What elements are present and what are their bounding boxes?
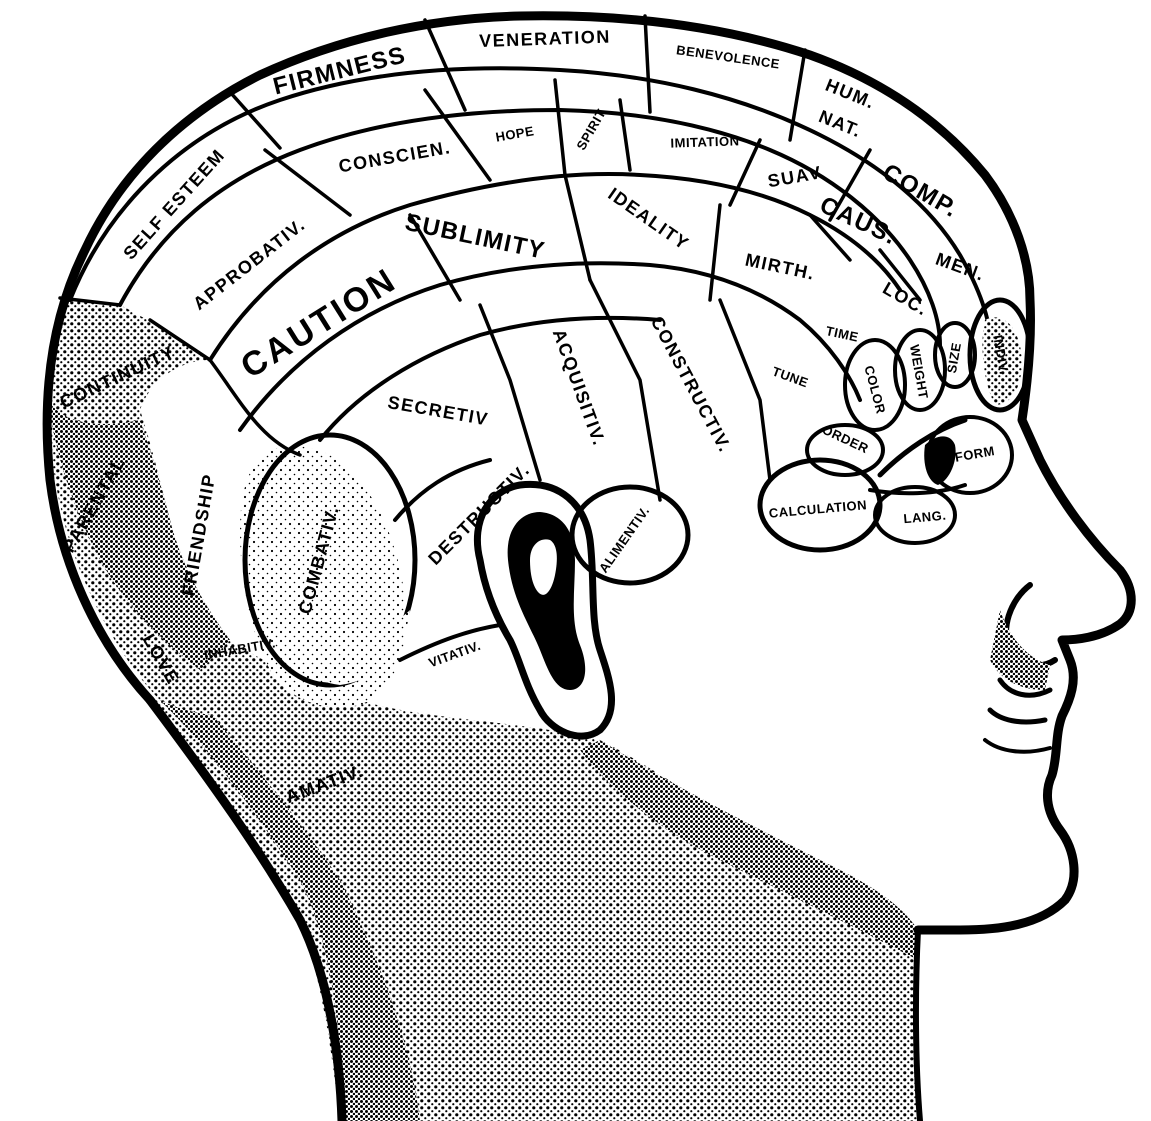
label-hope: HOPE <box>494 123 535 145</box>
label-acquisitiv: ACQUISITIV. <box>549 326 610 448</box>
label-spirit: SPIRIT <box>573 106 608 152</box>
label-form: FORM <box>954 443 996 465</box>
label-comp: COMP. <box>878 159 963 224</box>
face-details <box>983 582 1058 754</box>
label-indiv: INDIV. <box>990 334 1012 376</box>
label-veneration: VENERATION <box>479 26 611 51</box>
ear <box>473 480 616 740</box>
label-tune: TUNE <box>770 364 810 391</box>
label-sublimity: SUBLIMITY <box>403 209 548 265</box>
label-constructiv: CONSTRUCTIV. <box>647 313 736 456</box>
organ-ovals <box>242 297 1033 688</box>
label-benevolence: BENEVOLENCE <box>675 42 781 71</box>
label-mirth: MIRTH. <box>743 250 817 284</box>
organ-dividers <box>58 14 992 502</box>
label-suav: SUAV <box>766 162 823 191</box>
label-imitation: IMITATION <box>670 133 739 150</box>
label-weight: WEIGHT <box>907 343 931 400</box>
label-approbativ: APPROBATIV. <box>189 214 309 314</box>
neck-front-line <box>912 927 923 1121</box>
label-color: COLOR <box>861 364 888 416</box>
label-ideality: IDEALITY <box>604 184 692 254</box>
neck-back-line <box>145 695 347 1121</box>
label-conscien: CONSCIEN. <box>337 137 452 176</box>
label-self-esteem: SELF ESTEEM <box>119 145 229 264</box>
label-alimentiv: ALIMENTIV. <box>596 503 653 575</box>
eye <box>868 417 968 496</box>
head-outline <box>42 11 1136 935</box>
label-friendship: FRIENDSHIP <box>178 472 219 598</box>
label-caus: CAUS. <box>816 191 902 250</box>
label-size: SIZE <box>944 341 964 374</box>
label-time: TIME <box>824 323 859 345</box>
neck-shading <box>150 695 920 1121</box>
label-lang: LANG. <box>903 508 947 527</box>
label-caution: CAUTION <box>234 261 403 386</box>
label-secretiv: SECRETIV <box>386 392 490 429</box>
label-firmness: FIRMNESS <box>270 41 409 100</box>
label-calculation: CALCULATION <box>768 497 867 521</box>
